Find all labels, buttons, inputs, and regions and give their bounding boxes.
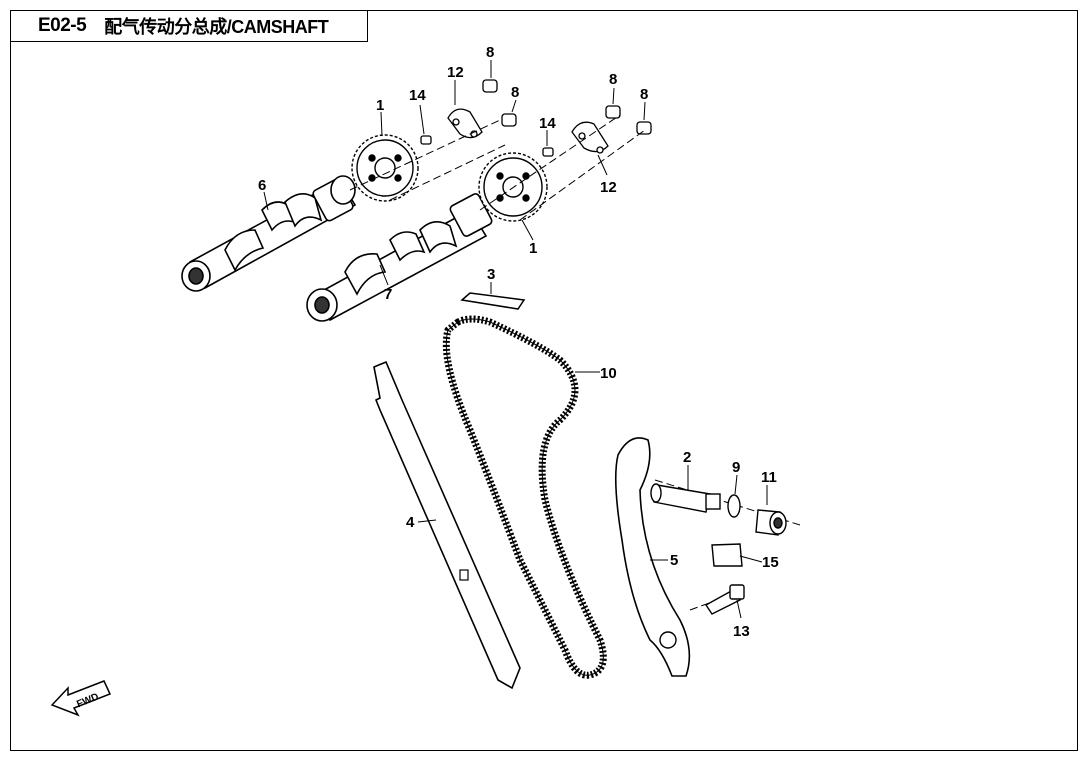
callout-8-b: 8 — [511, 84, 519, 101]
lower-fasteners — [542, 105, 652, 157]
chain-guide-3 — [460, 292, 526, 310]
diagram-title: 配气传动分总成/CAMSHAFT — [104, 16, 329, 37]
callout-10: 10 — [600, 365, 617, 382]
callout-1-upper: 1 — [376, 97, 384, 114]
callout-11: 11 — [761, 469, 777, 486]
callout-14-left: 14 — [409, 87, 426, 104]
callout-2: 2 — [683, 449, 691, 466]
sprocket-1-upper — [351, 134, 419, 202]
callout-1-lower: 1 — [529, 240, 537, 257]
timing-chain-outline — [445, 318, 604, 676]
callout-4: 4 — [406, 514, 415, 531]
leader-lines — [263, 60, 768, 619]
callout-12-lower: 12 — [600, 179, 617, 196]
camshaft-6 — [181, 175, 357, 292]
upper-fasteners — [420, 79, 517, 145]
guide-4-tab — [459, 569, 469, 581]
callout-13: 13 — [733, 623, 750, 640]
callout-8-c: 8 — [609, 71, 617, 88]
forward-arrow-icon: FWD — [50, 680, 112, 717]
callout-8-d: 8 — [640, 86, 648, 103]
camshaft-7 — [306, 193, 493, 322]
callout-15: 15 — [762, 554, 779, 571]
callout-12-upper: 12 — [447, 64, 464, 81]
tensioner-pivot — [659, 631, 677, 649]
diagram-code: E02-5 — [38, 14, 87, 36]
drawing-frame — [10, 10, 1078, 751]
callout-5: 5 — [670, 552, 678, 569]
chain-guide-4 — [373, 360, 521, 690]
callout-8-a: 8 — [486, 44, 494, 61]
callout-6: 6 — [258, 177, 266, 194]
callout-14-right: 14 — [539, 115, 556, 132]
title-block: E02-5 配气传动分总成/CAMSHAFT — [10, 10, 368, 42]
sprocket-1-lower — [478, 152, 548, 222]
tensioner-arm-5 — [614, 437, 691, 677]
callout-3: 3 — [487, 266, 495, 283]
callout-7: 7 — [384, 286, 392, 303]
assembly-centerlines — [349, 114, 801, 611]
callout-labels: 1 1 2 3 4 5 6 7 8 8 8 8 9 10 11 12 12 13… — [258, 44, 779, 640]
tensioner-parts — [650, 483, 787, 615]
callout-9: 9 — [732, 459, 740, 476]
